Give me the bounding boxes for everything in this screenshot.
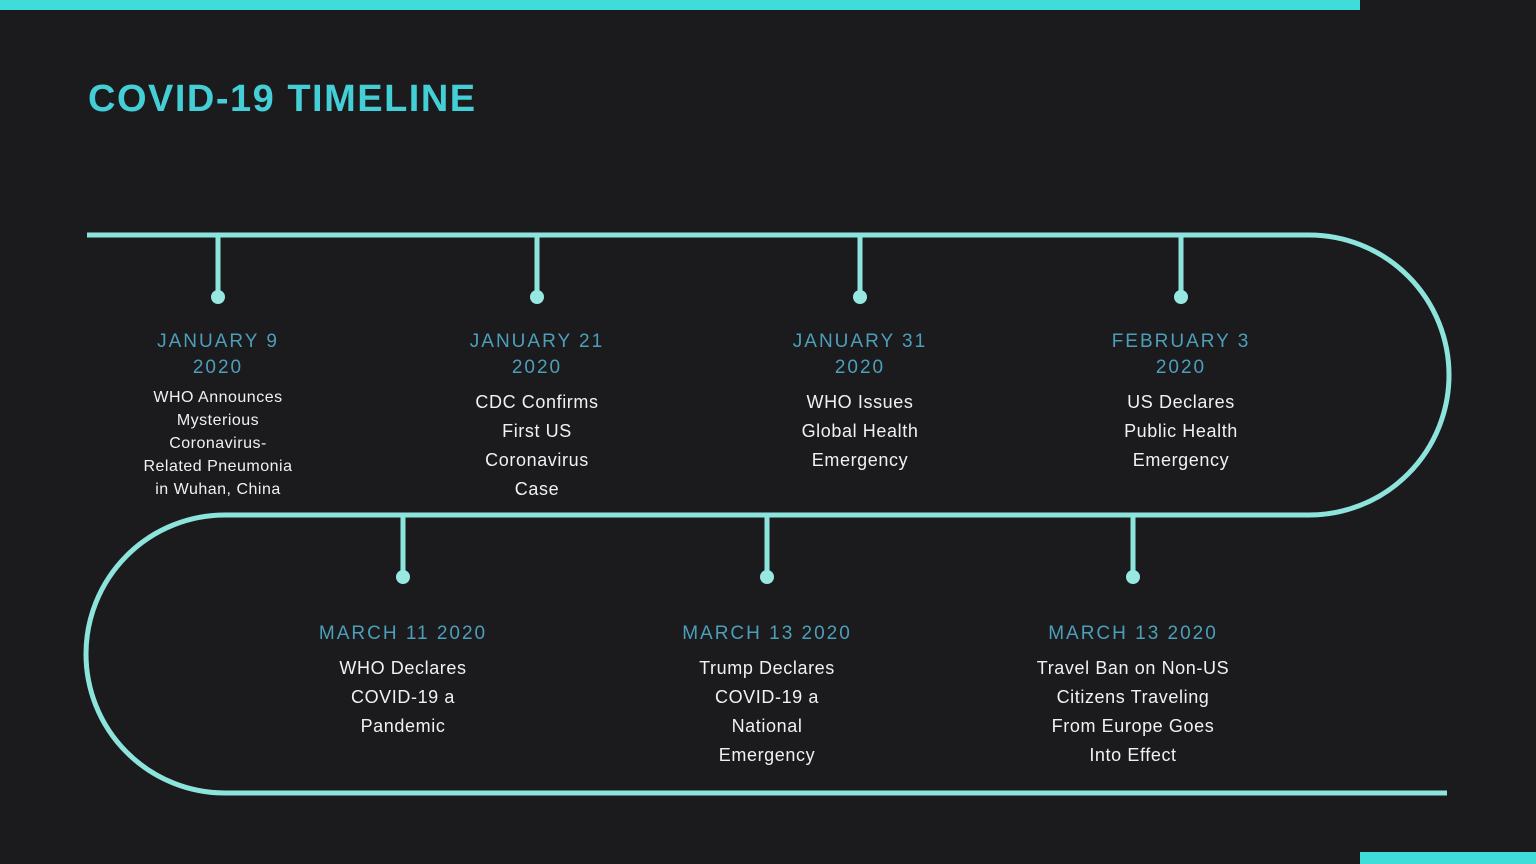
event-date: JANUARY 9 2020 xyxy=(157,331,279,378)
event-description: WHO Announces Mysterious Coronavirus- Re… xyxy=(143,389,293,498)
timeline-event-mar13-travelban: MARCH 13 2020 Travel Ban on Non-US Citiz… xyxy=(1003,621,1263,770)
event-date: MARCH 11 2020 xyxy=(318,623,488,644)
event-description: Travel Ban on Non-US Citizens Traveling … xyxy=(1036,658,1230,765)
event-date: JANUARY 21 2020 xyxy=(469,331,605,378)
event-marker-dot xyxy=(853,290,867,304)
event-description: WHO Issues Global Health Emergency xyxy=(801,392,919,470)
event-marker-dot xyxy=(396,570,410,584)
event-marker-dot xyxy=(530,290,544,304)
timeline-event-feb3: FEBRUARY 3 2020 US Declares Public Healt… xyxy=(1061,329,1301,475)
event-marker-dot xyxy=(760,570,774,584)
event-date: JANUARY 31 2020 xyxy=(792,331,928,378)
event-description: CDC Confirms First US Coronavirus Case xyxy=(475,392,599,499)
top-accent-bar xyxy=(0,0,1360,10)
timeline-event-jan21: JANUARY 21 2020 CDC Confirms First US Co… xyxy=(417,329,657,504)
event-marker-dot xyxy=(1174,290,1188,304)
event-date: MARCH 13 2020 xyxy=(1048,623,1218,644)
timeline-event-mar13-national: MARCH 13 2020 Trump Declares COVID-19 a … xyxy=(637,621,897,770)
event-date: MARCH 13 2020 xyxy=(682,623,852,644)
timeline-event-jan9: JANUARY 9 2020 WHO Announces Mysterious … xyxy=(98,329,338,501)
event-marker-dot xyxy=(211,290,225,304)
event-description: US Declares Public Health Emergency xyxy=(1124,392,1238,470)
event-description: WHO Declares COVID-19 a Pandemic xyxy=(339,658,467,736)
timeline-event-jan31: JANUARY 31 2020 WHO Issues Global Health… xyxy=(740,329,980,475)
page-title: COVID-19 TIMELINE xyxy=(88,78,477,120)
event-description: Trump Declares COVID-19 a National Emerg… xyxy=(699,658,835,765)
event-marker-dot xyxy=(1126,570,1140,584)
bottom-accent-bar xyxy=(1360,852,1536,864)
timeline-event-mar11: MARCH 11 2020 WHO Declares COVID-19 a Pa… xyxy=(273,621,533,741)
event-date: FEBRUARY 3 2020 xyxy=(1111,331,1251,378)
